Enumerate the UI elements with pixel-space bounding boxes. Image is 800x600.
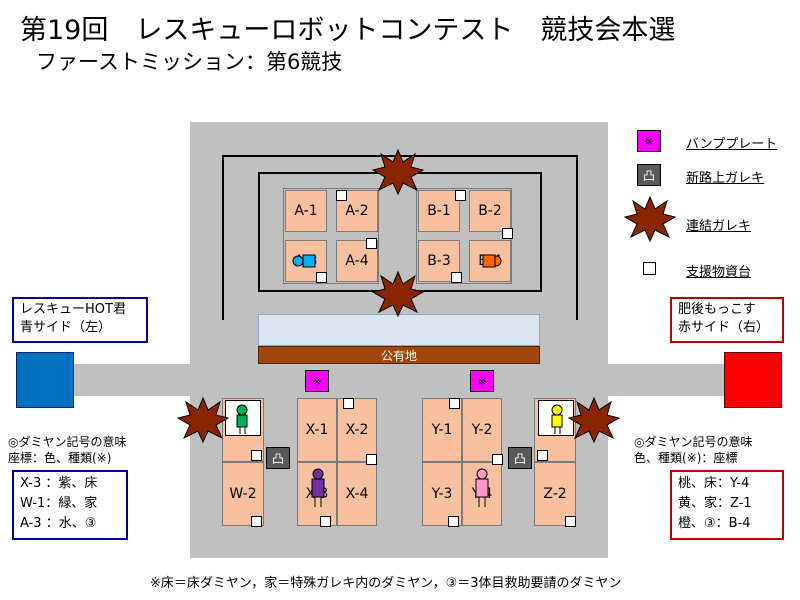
supply-stand <box>316 272 327 283</box>
red-base <box>724 352 782 408</box>
supply-stand <box>537 450 548 461</box>
dummy-list-left-item: X-3 ：紫、床 <box>20 476 98 491</box>
supply-stand <box>366 454 377 465</box>
legend-linked-debris-label: 連結ガレキ <box>686 219 752 234</box>
legend-supply-stand-label: 支援物資台 <box>686 265 752 280</box>
supply-stand <box>449 398 460 409</box>
note-left: ◎ダミヤン記号の意味 座標：色、種類(※) <box>8 435 127 465</box>
linked-debris-icon <box>371 148 425 196</box>
cell-y4: Y-4 <box>462 462 502 526</box>
block-a-frame <box>283 188 379 284</box>
cell-y1: Y-1 <box>422 398 462 462</box>
blue-base <box>16 352 74 408</box>
supply-stand <box>251 516 262 527</box>
road-left <box>74 364 192 396</box>
legend-supply-stand-icon <box>643 262 656 275</box>
legend-bump-plate-icon: ※ <box>637 130 661 152</box>
dummy-list-right-item: 黄、家：Z-1 <box>678 496 752 511</box>
dummy-list-left-item: A-3 ：水、③ <box>20 516 97 531</box>
dummy-list-left-item: W-1：緑、家 <box>20 496 98 511</box>
supply-stand <box>502 228 513 239</box>
supply-stand <box>343 398 354 409</box>
team-blue-box: レスキューHOT君 青サイド（左） <box>12 297 148 343</box>
legend-linked-debris-icon <box>623 195 677 243</box>
page-subtitle: ファーストミッション：第6競技 <box>36 50 343 74</box>
dummy-list-left: X-3 ：紫、床 W-1：緑、家 A-3 ：水、③ <box>12 470 128 540</box>
cell-y2: Y-2 <box>462 398 502 462</box>
team-red-box: 肥後もっこす 赤サイド（右） <box>670 297 784 343</box>
supply-stand <box>251 450 262 461</box>
legend-bump-plate-label: バンププレート <box>686 137 778 152</box>
supply-stand <box>336 190 347 201</box>
house-debris-w1 <box>225 400 261 436</box>
team-blue-name: レスキューHOT君 <box>20 302 126 317</box>
team-red-name: 肥後もっこす <box>678 302 756 317</box>
cell-x1: X-1 <box>297 398 337 462</box>
cell-a1: A-1 <box>285 190 327 232</box>
public-land-label: 公有地 <box>380 348 417 363</box>
linked-debris-icon <box>371 270 425 318</box>
block-b-frame <box>416 188 512 284</box>
cell-x4: X-4 <box>337 462 377 526</box>
road-debris-icon: 凸 <box>266 447 290 469</box>
team-red-side: 赤サイド（右） <box>678 320 770 335</box>
bump-plate: ※ <box>305 370 329 392</box>
cell-y3: Y-3 <box>422 462 462 526</box>
public-land: 公有地 <box>258 346 540 364</box>
supply-stand <box>448 516 459 527</box>
supply-stand <box>565 516 576 527</box>
cell-z2: Z-2 <box>534 462 576 526</box>
footnote: ※床＝床ダミヤン，家＝特殊ガレキ内のダミヤン，③＝3体目救助要請のダミヤン <box>150 576 622 591</box>
supply-stand <box>320 516 331 527</box>
dummy-list-right: 桃、床：Y-4 黄、家：Z-1 橙、③：B-4 <box>670 470 784 540</box>
team-blue-side: 青サイド（左） <box>20 320 112 335</box>
wall-inner-left <box>258 172 260 292</box>
wall-inner-right <box>540 172 542 292</box>
supply-stand <box>455 190 466 201</box>
road-right <box>606 364 726 396</box>
cell-b2: B-2 <box>469 190 511 232</box>
bump-plate: ※ <box>470 370 494 392</box>
supply-stand <box>366 238 377 249</box>
dummy-list-right-item: 橙、③：B-4 <box>678 516 751 531</box>
legend-road-debris-icon: 凸 <box>637 164 661 186</box>
page-title: 第19回 レスキューロボットコンテスト 競技会本選 <box>20 15 676 46</box>
water-strip <box>258 314 540 346</box>
cell-w2: W-2 <box>222 462 264 526</box>
wall-outer-left <box>222 155 224 320</box>
supply-stand <box>492 454 503 465</box>
cell-x3: X-3 <box>297 462 337 526</box>
dummy-list-right-item: 桃、床：Y-4 <box>678 476 750 491</box>
note-right: ◎ダミヤン記号の意味 色、種類(※)：座標 <box>634 435 753 465</box>
supply-stand <box>451 272 462 283</box>
cell-b1: B-1 <box>418 190 460 232</box>
linked-debris-icon <box>176 396 230 444</box>
road-debris-icon: 凸 <box>508 447 532 469</box>
linked-debris-icon <box>567 396 621 444</box>
legend-road-debris-label: 新路上ガレキ <box>686 171 765 186</box>
wall-outer-right <box>576 155 578 320</box>
